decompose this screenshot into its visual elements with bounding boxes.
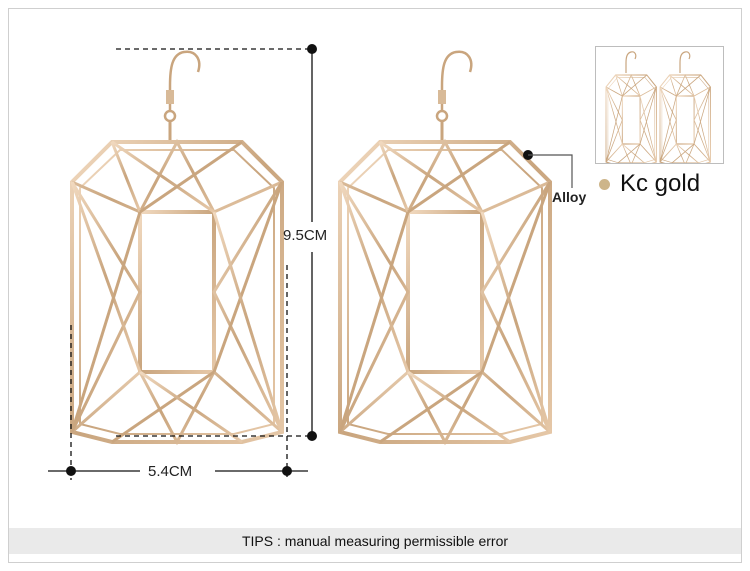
tips-bar: TIPS : manual measuring permissible erro… — [9, 528, 741, 554]
left-earring — [70, 50, 284, 444]
height-label: 9.5CM — [283, 227, 328, 244]
page-frame — [8, 8, 742, 563]
color-name: Kc gold — [620, 170, 701, 197]
material-label: Alloy — [552, 189, 587, 205]
color-swatch — [599, 178, 610, 190]
product-thumbnail — [595, 46, 724, 166]
tips-text: TIPS : manual measuring permissible erro… — [241, 533, 509, 549]
height-dimension — [116, 44, 317, 441]
width-dimension — [48, 265, 308, 480]
alloy-callout-line — [523, 150, 573, 188]
width-label: 5.4CM — [148, 463, 193, 480]
right-earring — [338, 50, 552, 444]
color-option: Kc gold — [599, 170, 700, 198]
thumbnail-image — [605, 51, 712, 166]
